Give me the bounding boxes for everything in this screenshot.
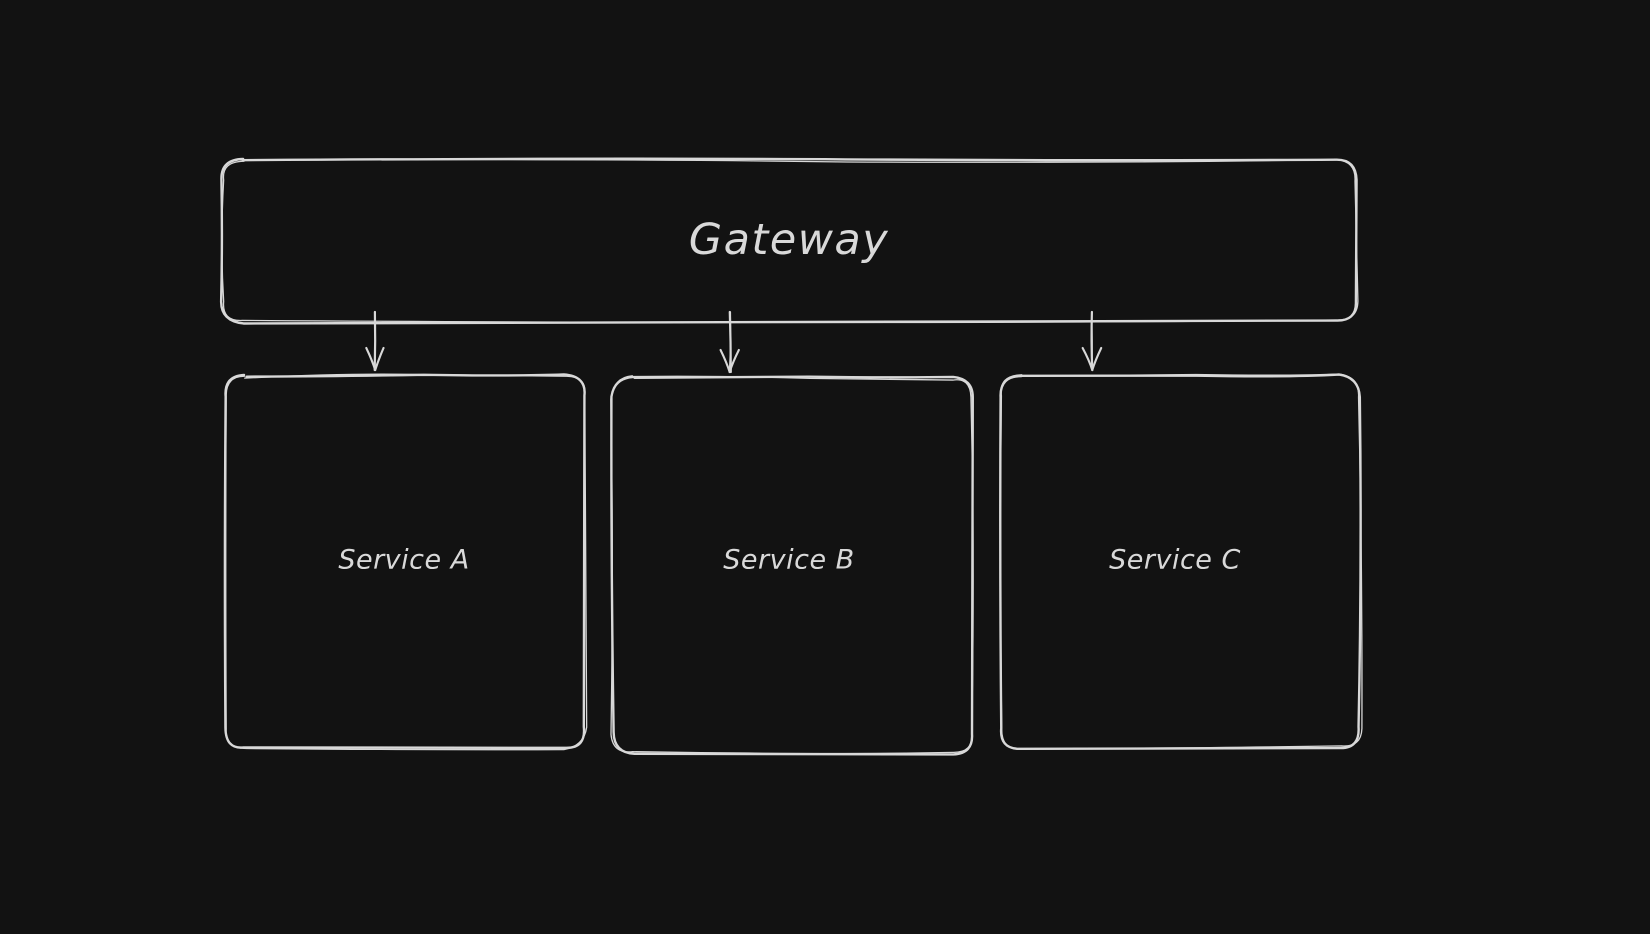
node-label-gateway: Gateway: [688, 215, 890, 265]
edge-gateway-to-service-a[interactable]: [362, 312, 388, 370]
edge-gateway-to-service-c[interactable]: [1079, 312, 1105, 370]
node-label-service-c: Service C: [1109, 544, 1241, 576]
node-label-service-b: Service B: [723, 544, 855, 576]
node-label-service-a: Service A: [338, 544, 470, 576]
edge-gateway-to-service-b[interactable]: [717, 312, 743, 372]
